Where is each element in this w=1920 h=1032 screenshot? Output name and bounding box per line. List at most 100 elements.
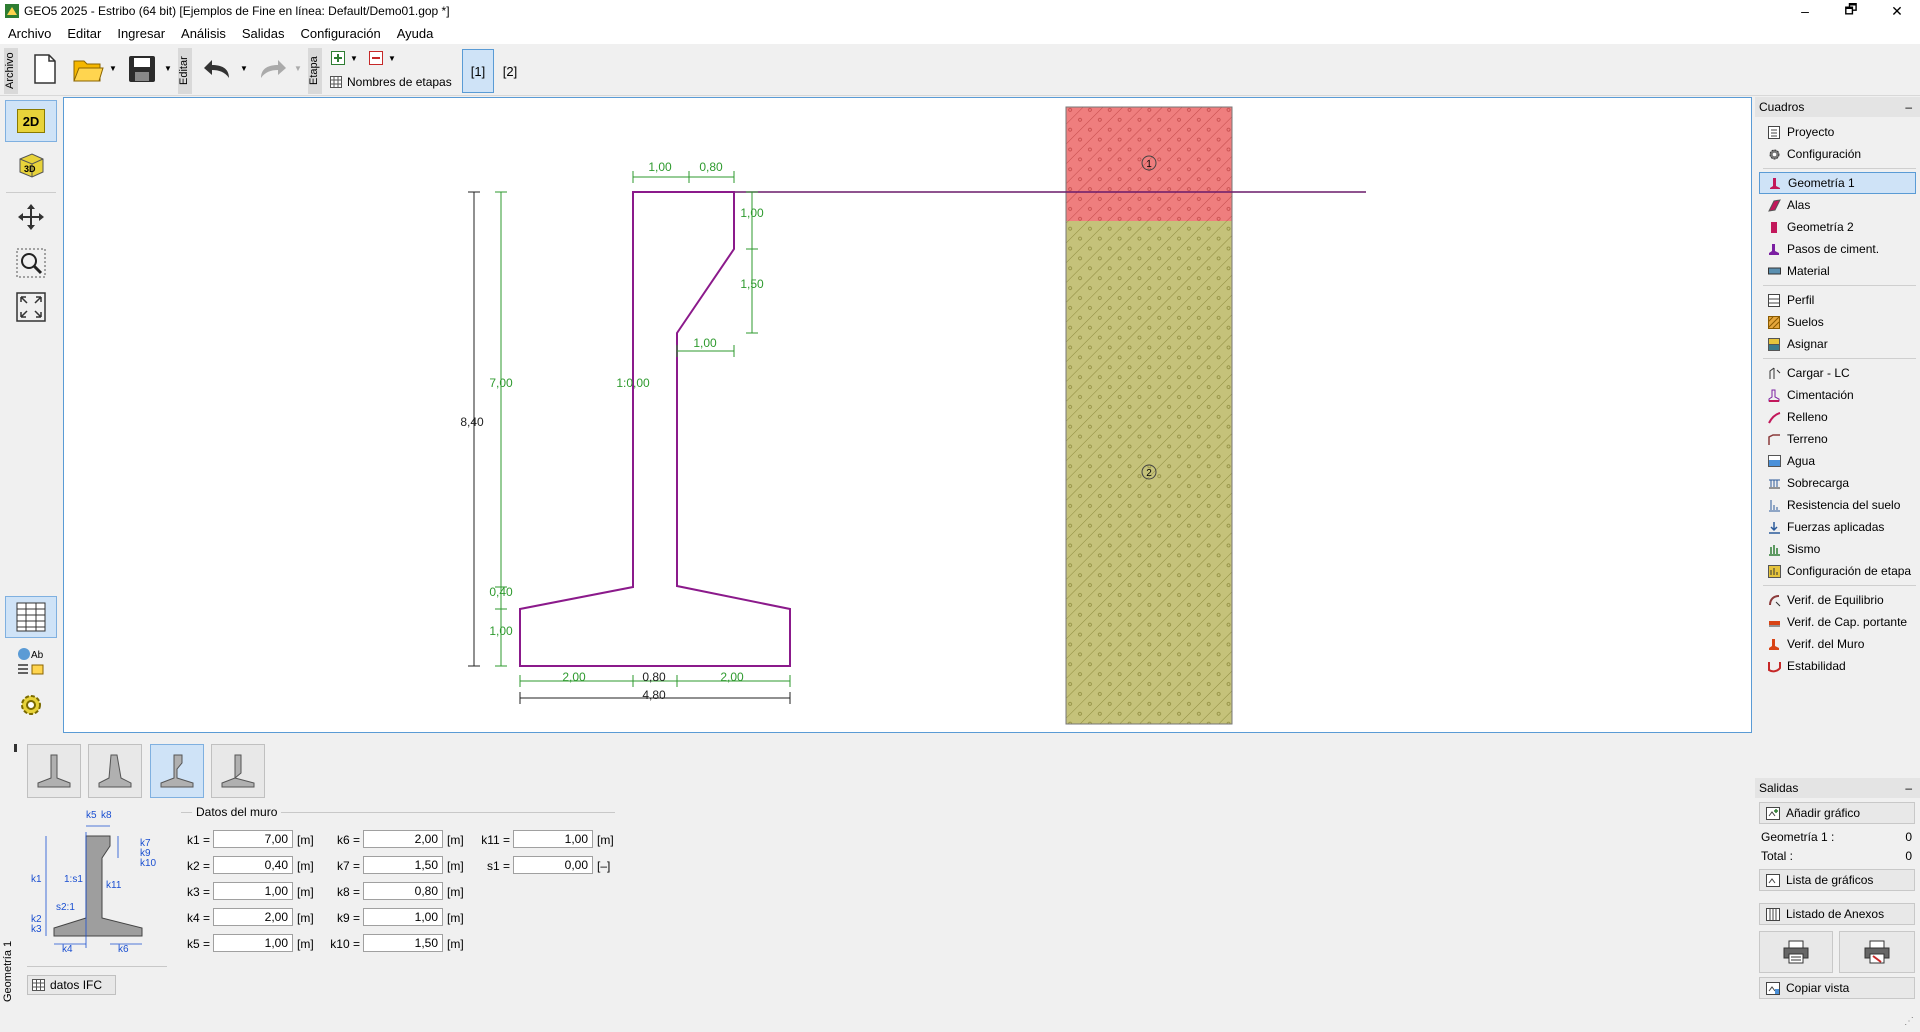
frame-alas[interactable]: Alas: [1759, 194, 1916, 216]
print-preview-button[interactable]: [1839, 931, 1915, 973]
menu-ingresar[interactable]: Ingresar: [117, 25, 166, 41]
frame-perfil[interactable]: Perfil: [1759, 289, 1916, 311]
menu-archivo[interactable]: Archivo: [8, 25, 52, 41]
minimize-button[interactable]: –: [1801, 3, 1809, 19]
frame-resistencia-suelo[interactable]: Resistencia del suelo: [1759, 494, 1916, 516]
editar-tab[interactable]: Editar: [178, 48, 192, 94]
archivo-tab[interactable]: Archivo: [4, 48, 18, 94]
k4-input[interactable]: 2,00: [213, 908, 293, 926]
zoom-button[interactable]: [5, 242, 57, 284]
frame-material[interactable]: Material: [1759, 260, 1916, 282]
frame-estabilidad[interactable]: Estabilidad: [1759, 655, 1916, 677]
outputs-collapse-button[interactable]: –: [1905, 781, 1912, 795]
undo-button[interactable]: [200, 52, 236, 86]
k11-input[interactable]: 1,00: [513, 830, 593, 848]
k5-input[interactable]: 1,00: [213, 934, 293, 952]
menu-editar[interactable]: Editar: [67, 25, 102, 41]
pan-button[interactable]: [5, 196, 57, 238]
wall-shape-3-button[interactable]: [150, 744, 204, 798]
add-stage-dropdown-icon[interactable]: ▼: [350, 54, 358, 63]
view-2d-button[interactable]: 2D: [5, 100, 57, 142]
open-dropdown-icon[interactable]: ▼: [109, 64, 117, 73]
redo-button[interactable]: [254, 52, 290, 86]
print-button[interactable]: [1759, 931, 1833, 973]
save-button[interactable]: [124, 50, 160, 88]
frame-asignar[interactable]: Asignar: [1759, 333, 1916, 355]
wall-outline[interactable]: [519, 191, 791, 667]
outputs-panel: Salidas – Añadir gráfico Geometría 1 : 0…: [1755, 778, 1920, 1002]
view-3d-button[interactable]: 3D: [5, 144, 57, 186]
frame-cargar-lc[interactable]: Cargar - LC: [1759, 362, 1916, 384]
new-file-button[interactable]: [28, 50, 62, 88]
settings-button[interactable]: [5, 684, 57, 726]
s1-input[interactable]: 0,00: [513, 856, 593, 874]
stage-1-button[interactable]: [1]: [462, 49, 494, 93]
frame-terreno[interactable]: Terreno: [1759, 428, 1916, 450]
etapa-tab[interactable]: Etapa: [308, 48, 322, 94]
backfill-icon: [1767, 410, 1781, 424]
open-file-button[interactable]: [70, 50, 106, 88]
wall-shape-2-button[interactable]: [88, 744, 142, 798]
frame-configuracion-etapa[interactable]: Configuración de etapa: [1759, 560, 1916, 582]
frame-verif-muro[interactable]: Verif. del Muro: [1759, 633, 1916, 655]
wall-shape-1-button[interactable]: [27, 744, 81, 798]
frame-configuracion[interactable]: Configuración: [1759, 143, 1916, 165]
copy-view-button[interactable]: Copiar vista: [1759, 977, 1915, 999]
frame-proyecto[interactable]: Proyecto: [1759, 121, 1916, 143]
add-stage-button[interactable]: [330, 50, 346, 66]
resize-grip-icon[interactable]: ⋰: [1904, 1016, 1914, 1027]
frame-relleno[interactable]: Relleno: [1759, 406, 1916, 428]
k3-label: k3 =: [186, 885, 210, 899]
k7-input[interactable]: 1,50: [363, 856, 443, 874]
svg-text:k3: k3: [31, 924, 42, 935]
menu-ayuda[interactable]: Ayuda: [396, 25, 434, 41]
frame-geometria-2[interactable]: Geometría 2: [1759, 216, 1916, 238]
menu-salidas[interactable]: Salidas: [241, 25, 285, 41]
frame-geometria-1[interactable]: Geometría 1: [1759, 172, 1916, 194]
remove-stage-button[interactable]: [368, 50, 384, 66]
menu-analisis[interactable]: Análisis: [181, 25, 226, 41]
frame-cimentacion[interactable]: Cimentación: [1759, 384, 1916, 406]
drawing-canvas[interactable]: 1 2: [63, 97, 1752, 733]
frame-pasos-ciment[interactable]: Pasos de ciment.: [1759, 238, 1916, 260]
k10-input[interactable]: 1,50: [363, 934, 443, 952]
frame-sobrecarga[interactable]: Sobrecarga: [1759, 472, 1916, 494]
attachments-button[interactable]: Listado de Anexos: [1759, 903, 1915, 925]
frame-label: Pasos de ciment.: [1787, 242, 1880, 256]
frame-suelos[interactable]: Suelos: [1759, 311, 1916, 333]
ifc-data-button[interactable]: datos IFC: [27, 975, 116, 995]
wall-shape-4-button[interactable]: [211, 744, 265, 798]
frame-agua[interactable]: Agua: [1759, 450, 1916, 472]
outputs-title: Salidas: [1759, 781, 1799, 795]
save-dropdown-icon[interactable]: ▼: [164, 64, 172, 73]
k2-input[interactable]: 0,40: [213, 856, 293, 874]
undo-dropdown-icon[interactable]: ▼: [240, 64, 248, 73]
input-table-button[interactable]: [5, 596, 57, 638]
drawing-styles-button[interactable]: Ab: [5, 640, 57, 682]
frames-collapse-button[interactable]: –: [1905, 100, 1912, 114]
frame-sismo[interactable]: Sismo: [1759, 538, 1916, 560]
table-icon: [32, 979, 45, 991]
menu-configuracion[interactable]: Configuración: [300, 25, 381, 41]
zoom-extents-button[interactable]: [5, 286, 57, 328]
k8-input[interactable]: 0,80: [363, 882, 443, 900]
k9-input[interactable]: 1,00: [363, 908, 443, 926]
add-picture-button[interactable]: Añadir gráfico: [1759, 802, 1915, 824]
frame-verif-equilibrio[interactable]: Verif. de Equilibrio: [1759, 589, 1916, 611]
redo-dropdown-icon[interactable]: ▼: [294, 64, 302, 73]
frame-verif-cap-portante[interactable]: Verif. de Cap. portante: [1759, 611, 1916, 633]
restore-button[interactable]: 🗗: [1844, 1, 1858, 17]
remove-stage-dropdown-icon[interactable]: ▼: [388, 54, 396, 63]
k6-input[interactable]: 2,00: [363, 830, 443, 848]
stage-2-button[interactable]: [2]: [502, 63, 518, 79]
k3-input[interactable]: 1,00: [213, 882, 293, 900]
close-button[interactable]: ✕: [1891, 2, 1903, 19]
list-pictures-button[interactable]: Lista de gráficos: [1759, 869, 1915, 891]
wall-check-icon: [1767, 637, 1781, 651]
frame-fuerzas-aplicadas[interactable]: Fuerzas aplicadas: [1759, 516, 1916, 538]
wall-drawing: 1 2: [460, 106, 1366, 725]
dim-top-1: 1,00: [648, 160, 672, 174]
stage-names-button[interactable]: Nombres de etapas: [330, 75, 452, 89]
gear-icon: [1767, 147, 1781, 161]
k1-input[interactable]: 7,00: [213, 830, 293, 848]
